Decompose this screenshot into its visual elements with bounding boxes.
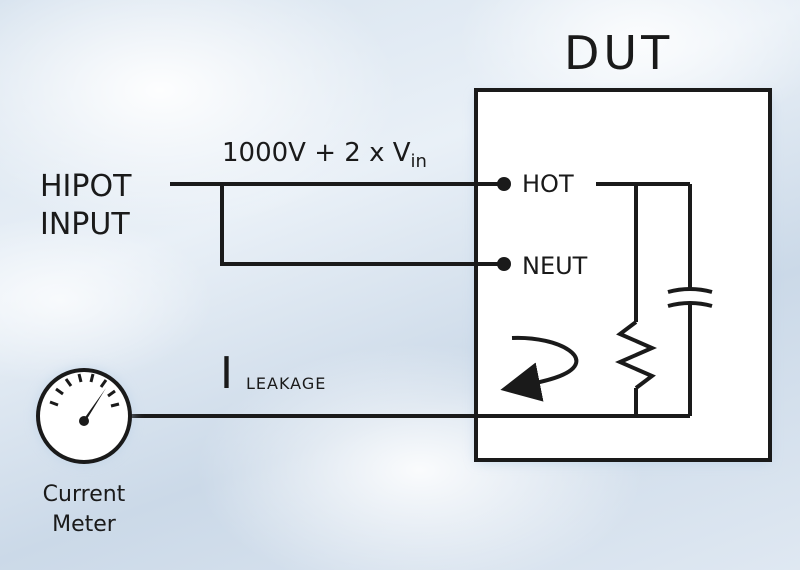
hot-terminal-dot [497, 177, 511, 191]
current-meter-icon [36, 368, 132, 464]
voltage-formula: 1000V + 2 x Vin [222, 140, 427, 171]
hipot-label-line2: INPUT [40, 207, 130, 242]
hot-terminal-label: HOT [522, 170, 574, 198]
hipot-label-line1: HIPOT [40, 169, 132, 204]
dut-title: DUT [564, 26, 674, 80]
formula-subscript: in [410, 151, 427, 172]
leakage-subscript: LEAKAGE [246, 374, 327, 393]
capacitor-plate-bottom [667, 301, 713, 308]
internal-circuit [130, 182, 713, 418]
current-meter-label: Current Meter [18, 480, 150, 540]
formula-text: 1000V + 2 x V [222, 138, 411, 168]
meter-label-line2: Meter [52, 512, 116, 537]
meter-needle [81, 388, 106, 423]
resistor [615, 320, 657, 390]
neut-terminal-label: NEUT [522, 252, 588, 280]
hipot-wires [170, 182, 504, 266]
leakage-symbol: I [220, 348, 233, 399]
dut-box [474, 88, 772, 462]
meter-label-line1: Current [42, 482, 126, 507]
capacitor-plate-top [667, 287, 713, 294]
leakage-current-arrow [500, 335, 579, 402]
hipot-input-label: HIPOT INPUT [40, 168, 131, 244]
neut-terminal-dot [497, 257, 511, 271]
